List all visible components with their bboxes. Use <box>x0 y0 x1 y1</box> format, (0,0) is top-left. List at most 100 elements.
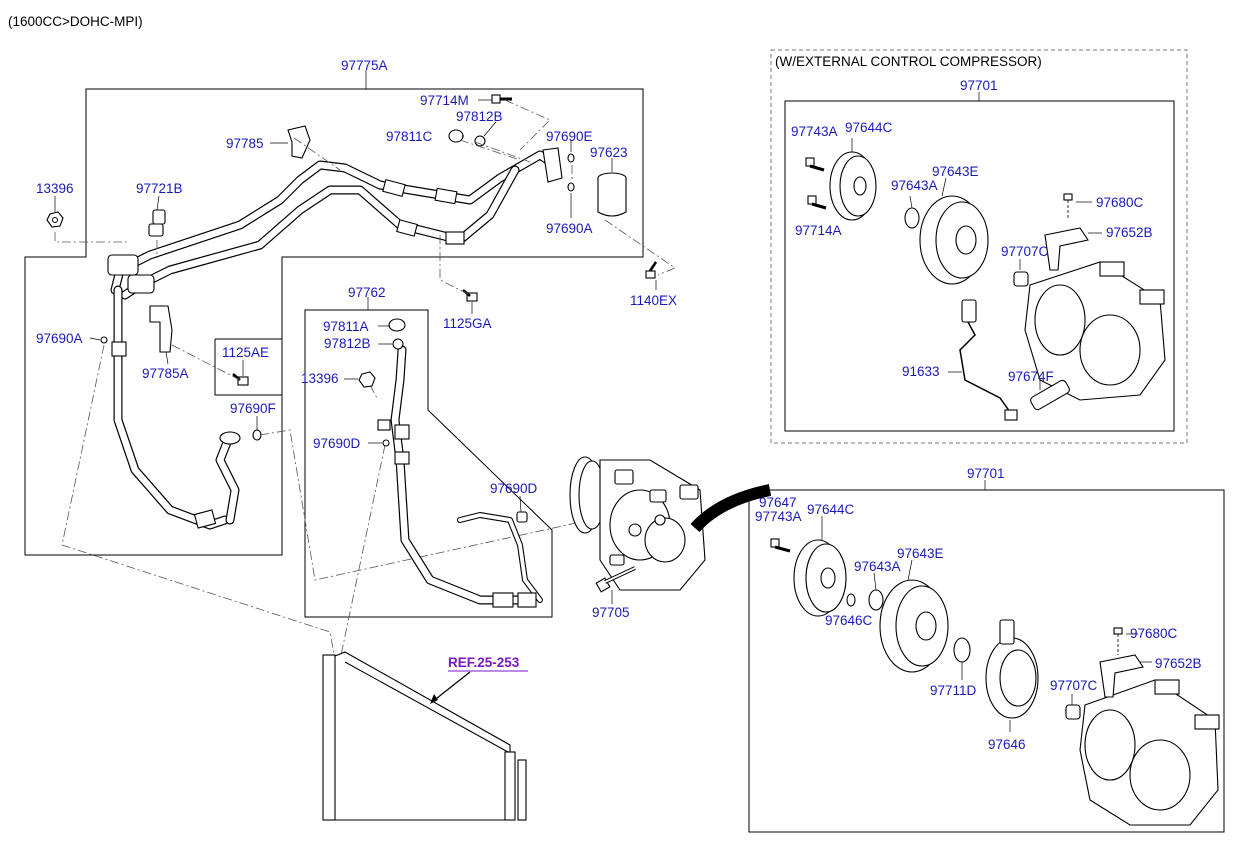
label-97812B-a[interactable]: 97812B <box>456 109 503 124</box>
label-97646C[interactable]: 97646C <box>825 613 873 628</box>
label-97707C-bottom[interactable]: 97707C <box>1050 678 1098 693</box>
bolt-97705 <box>595 566 636 593</box>
label-1125GA[interactable]: 1125GA <box>443 316 492 331</box>
pulley-97643E-top <box>919 195 989 285</box>
nut-13396-a <box>46 211 64 228</box>
bolt-97680C-top <box>1063 193 1073 218</box>
label-97644C-top[interactable]: 97644C <box>845 120 893 135</box>
bolt-1140EX <box>645 261 658 279</box>
label-97762[interactable]: 97762 <box>348 285 386 300</box>
bolt-97680C-bottom <box>1113 627 1123 655</box>
condenser <box>322 651 527 821</box>
label-97701-top[interactable]: 97701 <box>960 78 998 93</box>
bracket-97652B-bottom <box>1099 654 1144 698</box>
label-97690F[interactable]: 97690F <box>230 401 276 416</box>
field-coil-97646 <box>985 619 1039 719</box>
valve-97674F-top <box>1030 379 1070 411</box>
label-97785A[interactable]: 97785A <box>142 366 189 381</box>
suction-hose-group-outline <box>304 309 553 618</box>
bolt-97714A-top <box>807 195 827 210</box>
harness-91633 <box>959 299 1018 421</box>
label-97690A-a[interactable]: 97690A <box>546 221 593 236</box>
label-97643E-bottom[interactable]: 97643E <box>897 546 944 561</box>
oring-97690D-b <box>516 511 528 523</box>
external-control-title: (W/EXTERNAL CONTROL COMPRESSOR) <box>775 54 1042 69</box>
label-97690A-b[interactable]: 97690A <box>36 331 83 346</box>
bolt-1125AE <box>232 373 249 386</box>
label-91633[interactable]: 91633 <box>902 364 940 379</box>
label-97775A[interactable]: 97775A <box>341 58 388 73</box>
cap-97811A <box>388 318 406 332</box>
bolt-97714M <box>491 94 512 104</box>
compressor-bottom-box <box>748 489 1225 833</box>
label-97743A-top[interactable]: 97743A <box>791 124 838 139</box>
label-97643E-top[interactable]: 97643E <box>932 164 979 179</box>
compressor-body-top <box>1024 261 1166 401</box>
label-13396-b[interactable]: 13396 <box>301 371 339 386</box>
label-97811C[interactable]: 97811C <box>386 129 433 144</box>
label-97812B-b[interactable]: 97812B <box>324 336 371 351</box>
discharge-hose <box>107 150 560 530</box>
valve-97707C-bottom <box>1065 704 1081 720</box>
external-control-box <box>770 49 1188 444</box>
oring-97690D <box>382 439 390 447</box>
label-97652B-bottom[interactable]: 97652B <box>1155 656 1202 671</box>
label-97690D-a[interactable]: 97690D <box>313 436 361 451</box>
label-97701-bottom[interactable]: 97701 <box>967 466 1005 481</box>
ref-25-253-link[interactable]: REF.25-253 <box>448 655 520 670</box>
label-1125AE[interactable]: 1125AE <box>222 345 269 360</box>
pressure-switch-97721B <box>148 209 166 237</box>
bolt-97743A-bottom <box>770 538 791 553</box>
suction-hose <box>377 345 543 608</box>
oring-97690F <box>252 429 262 441</box>
compressor-top-box <box>784 100 1175 432</box>
label-97643A-bottom[interactable]: 97643A <box>854 559 901 574</box>
label-97811A[interactable]: 97811A <box>323 319 369 334</box>
main-hose-group-outline <box>24 88 644 556</box>
label-97647[interactable]: 97647 <box>759 495 797 510</box>
receiver-97623 <box>597 172 627 217</box>
valve-97707C-top <box>1013 271 1029 287</box>
label-97714A-top[interactable]: 97714A <box>795 223 842 238</box>
compressor-main <box>569 456 706 591</box>
bracket-97785A <box>149 305 173 353</box>
oring-97690A-b <box>100 336 108 344</box>
nut-13396-b <box>358 371 376 388</box>
label-97690D-b[interactable]: 97690D <box>490 481 538 496</box>
label-97714M[interactable]: 97714M <box>420 93 469 108</box>
label-97674F[interactable]: 97674F <box>1008 369 1054 384</box>
bolt-97743A-top <box>805 157 825 172</box>
label-97721B[interactable]: 97721B <box>136 181 183 196</box>
oring-97690E <box>567 153 575 163</box>
compressor-body-bottom <box>1079 679 1220 826</box>
label-97644C-bottom[interactable]: 97644C <box>807 502 855 517</box>
label-97643A-top[interactable]: 97643A <box>891 178 938 193</box>
snap-ring-97643A-top <box>904 207 920 229</box>
label-97652B-top[interactable]: 97652B <box>1106 225 1153 240</box>
label-97785[interactable]: 97785 <box>226 136 264 151</box>
label-1140EX[interactable]: 1140EX <box>630 293 677 308</box>
label-97623[interactable]: 97623 <box>590 145 628 160</box>
label-97711D[interactable]: 97711D <box>930 683 977 698</box>
label-97707C-top[interactable]: 97707C <box>1001 244 1049 259</box>
bolt-1125GA <box>462 289 478 302</box>
label-97690E[interactable]: 97690E <box>546 129 593 144</box>
snap-ring-97711D <box>953 637 971 663</box>
core-97812B <box>474 135 486 147</box>
clutch-plate-bottom <box>793 539 847 617</box>
shim-97646C <box>846 593 856 607</box>
label-97646[interactable]: 97646 <box>988 737 1026 752</box>
core-97812B-b <box>392 338 404 350</box>
label-97705[interactable]: 97705 <box>592 605 630 620</box>
pulley-97643E-bottom <box>879 579 949 673</box>
label-97743A-bottom[interactable]: 97743A <box>755 509 802 524</box>
label-97680C-top[interactable]: 97680C <box>1096 195 1144 210</box>
snap-ring-97643A-bottom <box>868 589 884 611</box>
bracket-97785 <box>287 125 311 159</box>
bracket-97652B-top <box>1044 227 1089 271</box>
label-97680C-bottom[interactable]: 97680C <box>1130 626 1178 641</box>
label-13396-a[interactable]: 13396 <box>36 181 74 196</box>
clutch-plate-top <box>829 151 877 221</box>
engine-label: (1600CC>DOHC-MPI) <box>8 14 143 29</box>
